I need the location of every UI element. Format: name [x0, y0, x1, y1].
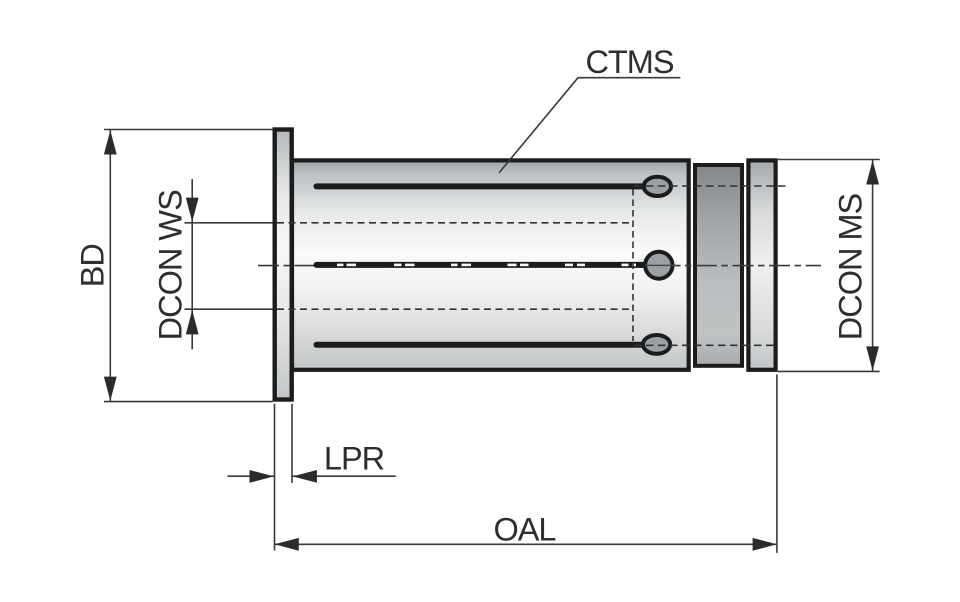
svg-text:CTMS: CTMS [585, 44, 673, 80]
svg-text:DCON WS: DCON WS [152, 190, 188, 340]
svg-text:DCON MS: DCON MS [833, 193, 869, 340]
svg-text:LPR: LPR [324, 441, 384, 477]
svg-text:OAL: OAL [493, 512, 555, 548]
svg-text:BD: BD [74, 244, 110, 287]
